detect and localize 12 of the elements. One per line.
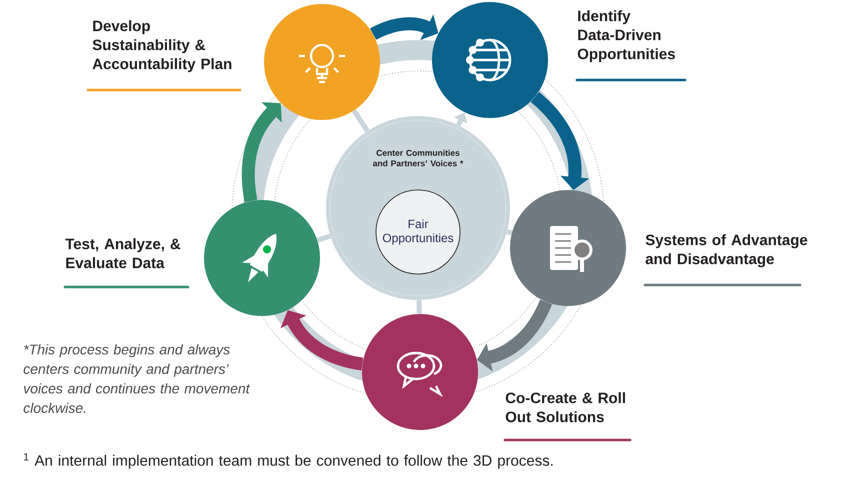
step-label: Test, Analyze, & Evaluate Data: [65, 238, 180, 268]
spoke: [316, 234, 331, 243]
spoke: [416, 300, 422, 314]
hub-label: Center Communities and Partners’ Voices *: [372, 150, 464, 166]
step-label: Co-Create & Roll Out Solutions: [506, 392, 625, 422]
footnote-text: $^{1}$ An internal implementation team must be convened to follow the 3D process.: [24, 453, 552, 469]
step-label: Develop Sustainability & Accountability Plan: [92, 20, 232, 72]
step-label: Systems of Advantage and Disadvantage: [646, 234, 808, 268]
spoke: [506, 229, 512, 236]
note-text: *This process begins and always centers community and partners’ voices and continues the movement clockwise.: [24, 344, 250, 413]
spoke: [352, 109, 370, 132]
step-label: Identify Data-Driven Opportunities: [578, 10, 675, 62]
